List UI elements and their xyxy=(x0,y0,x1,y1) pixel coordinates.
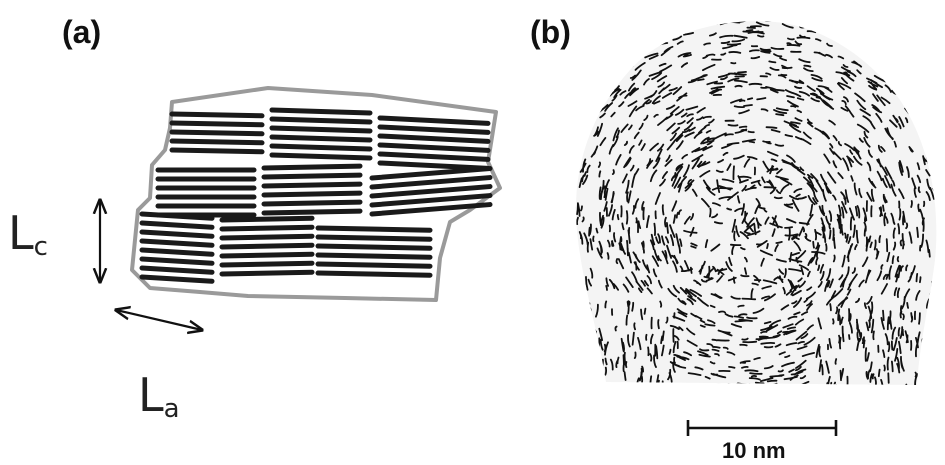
graphene-layer xyxy=(142,232,212,236)
graphene-layer xyxy=(172,150,262,152)
graphene-layer xyxy=(172,132,262,134)
graphene-layer xyxy=(380,154,488,159)
graphene-layer xyxy=(318,255,430,257)
graphene-layer xyxy=(142,277,212,281)
carbon-tip-image xyxy=(560,10,945,403)
graphene-layer xyxy=(264,175,360,177)
graphene-layer xyxy=(318,264,430,266)
graphene-layer xyxy=(318,246,430,248)
graphene-layer xyxy=(142,223,212,227)
graphene-layer xyxy=(318,273,430,275)
graphene-layer xyxy=(380,136,488,141)
graphene-layer xyxy=(222,218,312,220)
graphene-layer xyxy=(264,193,360,195)
graphene-layer xyxy=(222,245,312,247)
graphene-layer xyxy=(318,237,430,239)
graphene-layer xyxy=(272,155,370,158)
graphene-layer xyxy=(142,259,212,263)
graphene-layer xyxy=(172,141,262,143)
graphene-layer xyxy=(142,268,212,272)
graphene-layer xyxy=(272,137,370,140)
graphene-layer xyxy=(272,128,370,131)
graphene-layers xyxy=(142,110,490,281)
graphene-layer xyxy=(264,202,360,204)
graphene-layer xyxy=(264,211,360,213)
graphene-layer xyxy=(380,127,488,132)
graphene-layer xyxy=(222,272,312,274)
scale-bar xyxy=(688,420,836,436)
graphene-layer xyxy=(272,146,370,149)
graphene-layer xyxy=(222,227,312,229)
graphene-layer xyxy=(172,123,262,125)
graphene-layer xyxy=(172,114,262,116)
graphene-layer xyxy=(318,228,430,230)
la-arrow xyxy=(116,310,202,330)
graphene-layer xyxy=(264,166,360,168)
graphene-layer xyxy=(222,236,312,238)
graphene-layer xyxy=(222,263,312,265)
graphene-layer xyxy=(222,254,312,256)
graphene-layer xyxy=(380,118,488,123)
graphene-layer xyxy=(142,250,212,254)
graphene-layer xyxy=(142,241,212,245)
graphene-layer xyxy=(264,184,360,186)
graphene-layer xyxy=(272,110,370,113)
graphene-layer xyxy=(272,119,370,122)
graphene-layer xyxy=(380,145,488,150)
